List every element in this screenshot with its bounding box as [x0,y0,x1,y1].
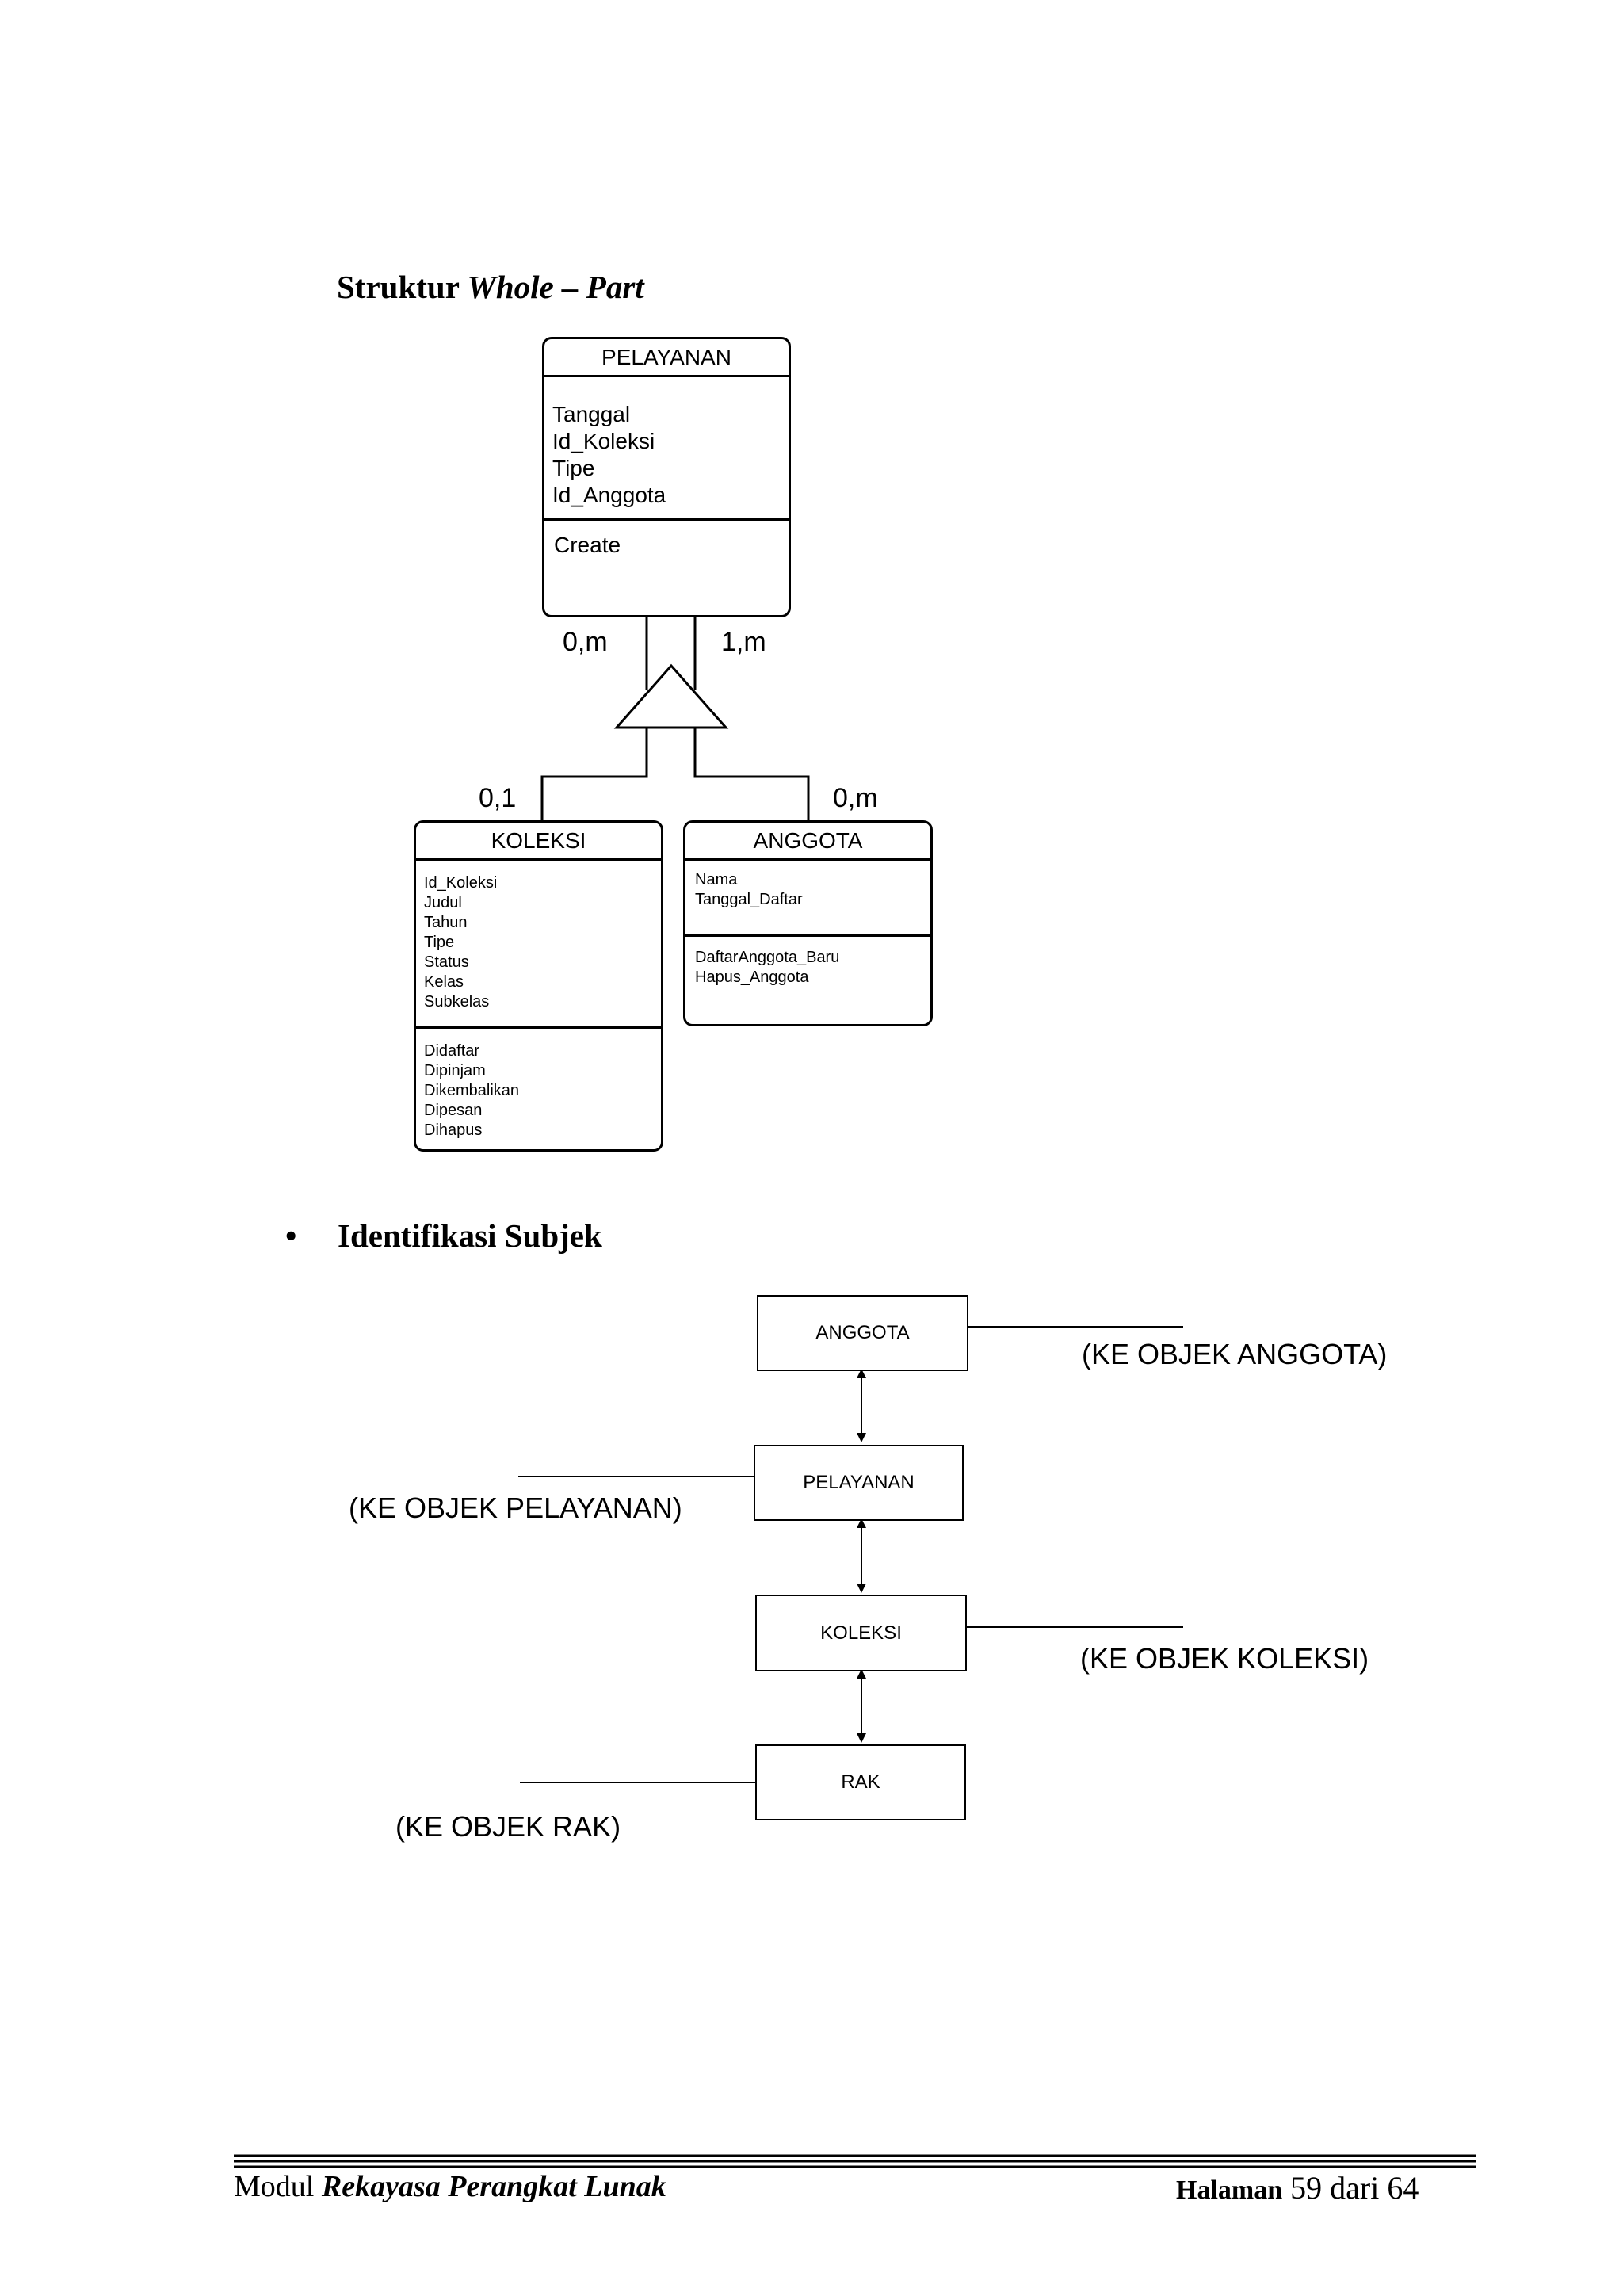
multiplicity-koleksi: 0,1 [479,783,517,813]
note-pelayanan: (KE OBJEK PELAYANAN) [349,1492,682,1524]
footer-page-info: 59 dari 64 [1290,2170,1419,2206]
footer-halaman-label: Halaman [1176,2176,1283,2205]
class-pelayanan: PELAYANAN Tanggal Id_Koleksi Tipe Id_Ang… [542,337,791,617]
class-anggota: ANGGOTA Nama Tanggal_Daftar DaftarAnggot… [683,820,933,1026]
class-pelayanan-attributes: Tanggal Id_Koleksi Tipe Id_Anggota [544,377,789,521]
operation: Dipinjam [424,1062,486,1079]
subject-pelayanan: PELAYANAN [754,1445,964,1521]
subject-koleksi: KOLEKSI [755,1595,967,1671]
footer-modul: Modul Rekayasa Perangkat Lunak [234,2169,666,2204]
attribute: Tipe [424,934,455,951]
operation: DaftarAnggota_Baru [695,949,840,966]
class-koleksi-operations: Didaftar Dipinjam Dikembalikan Dipesan D… [416,1029,661,1140]
connector-koleksi [540,728,648,820]
footer-modul-title: Rekayasa Perangkat Lunak [321,2170,666,2203]
operation: Dikembalikan [424,1082,520,1099]
operation: Create [554,533,621,557]
attribute: Id_Koleksi [552,429,655,453]
attribute: Tanggal_Daftar [695,891,803,908]
attribute: Subkelas [424,993,490,1010]
attribute: Judul [424,894,462,911]
section-title-identifikasi: • Identifikasi Subjek [285,1217,602,1255]
note-rak: (KE OBJEK RAK) [395,1810,621,1843]
operation: Dihapus [424,1121,483,1139]
multiplicity-anggota: 0,m [833,783,878,813]
multiplicity-top-left: 0,m [563,627,608,657]
operation: Dipesan [424,1102,483,1119]
attribute: Status [424,953,469,971]
attribute: Id_Anggota [552,483,666,507]
attribute: Tahun [424,914,468,931]
attribute: Kelas [424,973,464,991]
class-anggota-attributes: Nama Tanggal_Daftar [685,861,930,937]
connector-anggota [693,728,810,820]
note-koleksi: (KE OBJEK KOLEKSI) [1080,1642,1369,1675]
class-koleksi-name: KOLEKSI [416,823,661,861]
footer-page: Halaman 59 dari 64 [1176,2169,1419,2206]
class-koleksi: KOLEKSI Id_Koleksi Judul Tahun Tipe Stat… [414,820,663,1152]
class-koleksi-attributes: Id_Koleksi Judul Tahun Tipe Status Kelas… [416,861,661,1029]
operation: Hapus_Anggota [695,968,809,986]
footer-modul-label: Modul [234,2170,315,2203]
class-pelayanan-operations: Create [544,521,789,559]
class-pelayanan-name: PELAYANAN [544,339,789,377]
section-title-text: Identifikasi Subjek [338,1217,602,1254]
class-anggota-operations: DaftarAnggota_Baru Hapus_Anggota [685,937,930,988]
operation: Didaftar [424,1042,480,1060]
subject-rak: RAK [755,1744,966,1820]
attribute: Nama [695,871,738,888]
section-title-italic: Whole – Part [467,269,644,305]
section-title-whole-part: Struktur Whole – Part [337,268,644,306]
attribute: Tanggal [552,402,631,426]
note-anggota: (KE OBJEK ANGGOTA) [1082,1338,1388,1370]
subject-anggota: ANGGOTA [757,1295,968,1371]
multiplicity-top-right: 1,m [721,627,766,657]
aggregation-triangle [613,663,729,729]
bullet: • [285,1217,297,1254]
attribute: Id_Koleksi [424,874,498,892]
section-title-prefix: Struktur [337,269,460,305]
attribute: Tipe [552,456,595,480]
class-anggota-name: ANGGOTA [685,823,930,861]
